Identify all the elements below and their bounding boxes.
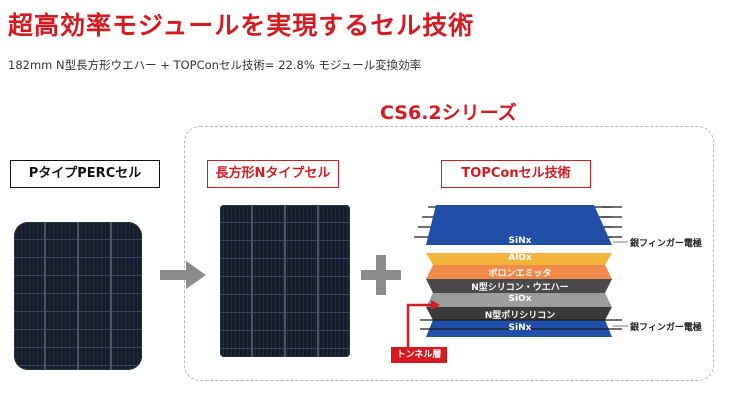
label-perc-cell: PタイプPERCセル: [10, 160, 160, 188]
layer-label-siox: SiOx: [508, 294, 532, 304]
perc-cell-image: [14, 222, 142, 370]
page-title: 超高効率モジュールを実現するセル技術: [8, 11, 475, 40]
label-ntype-cell: 長方形Nタイプセル: [207, 160, 339, 188]
arrow-right-icon: [160, 261, 206, 289]
bottom-finger-lines: [420, 319, 622, 330]
layer-label-n-silicon: N型シリコン・ウエハー: [471, 283, 569, 293]
layer-label-boron-emitter: ボロンエミッタ: [488, 269, 552, 279]
plus-icon: [361, 255, 401, 295]
topcon-layer-stack: SiNx AlOx ボロンエミッタ N型シリコン・ウエハー SiOx N型ポリシ…: [400, 195, 730, 380]
series-title: CS6.2シリーズ: [380, 102, 517, 124]
layer-sinx-top: [426, 205, 612, 245]
layer-label-n-poly: N型ポリシリコン: [484, 311, 556, 321]
layer-label-sinx-top: SiNx: [508, 236, 532, 246]
layer-n-silicon: [426, 279, 612, 293]
layer-alox: [426, 253, 612, 265]
annotation-finger-top: 銀フィンガー電極: [630, 239, 702, 249]
label-topcon-tech: TOPConセル技術: [441, 160, 591, 188]
tunnel-layer-label: トンネル層: [391, 347, 447, 363]
layer-label-sinx-bottom: SiNx: [508, 323, 532, 333]
layer-boron-emitter: [426, 265, 612, 279]
layer-siox: [426, 293, 612, 307]
layer-n-poly: [426, 307, 612, 320]
series-group-box: [184, 126, 714, 381]
page-subtitle: 182mm N型長方形ウエハー + TOPConセル技術= 22.8% モジュー…: [8, 58, 422, 72]
layer-label-alox: AlOx: [508, 253, 532, 263]
ntype-cell-image: [220, 205, 350, 357]
annotation-finger-bottom: 銀フィンガー電極: [630, 323, 702, 333]
